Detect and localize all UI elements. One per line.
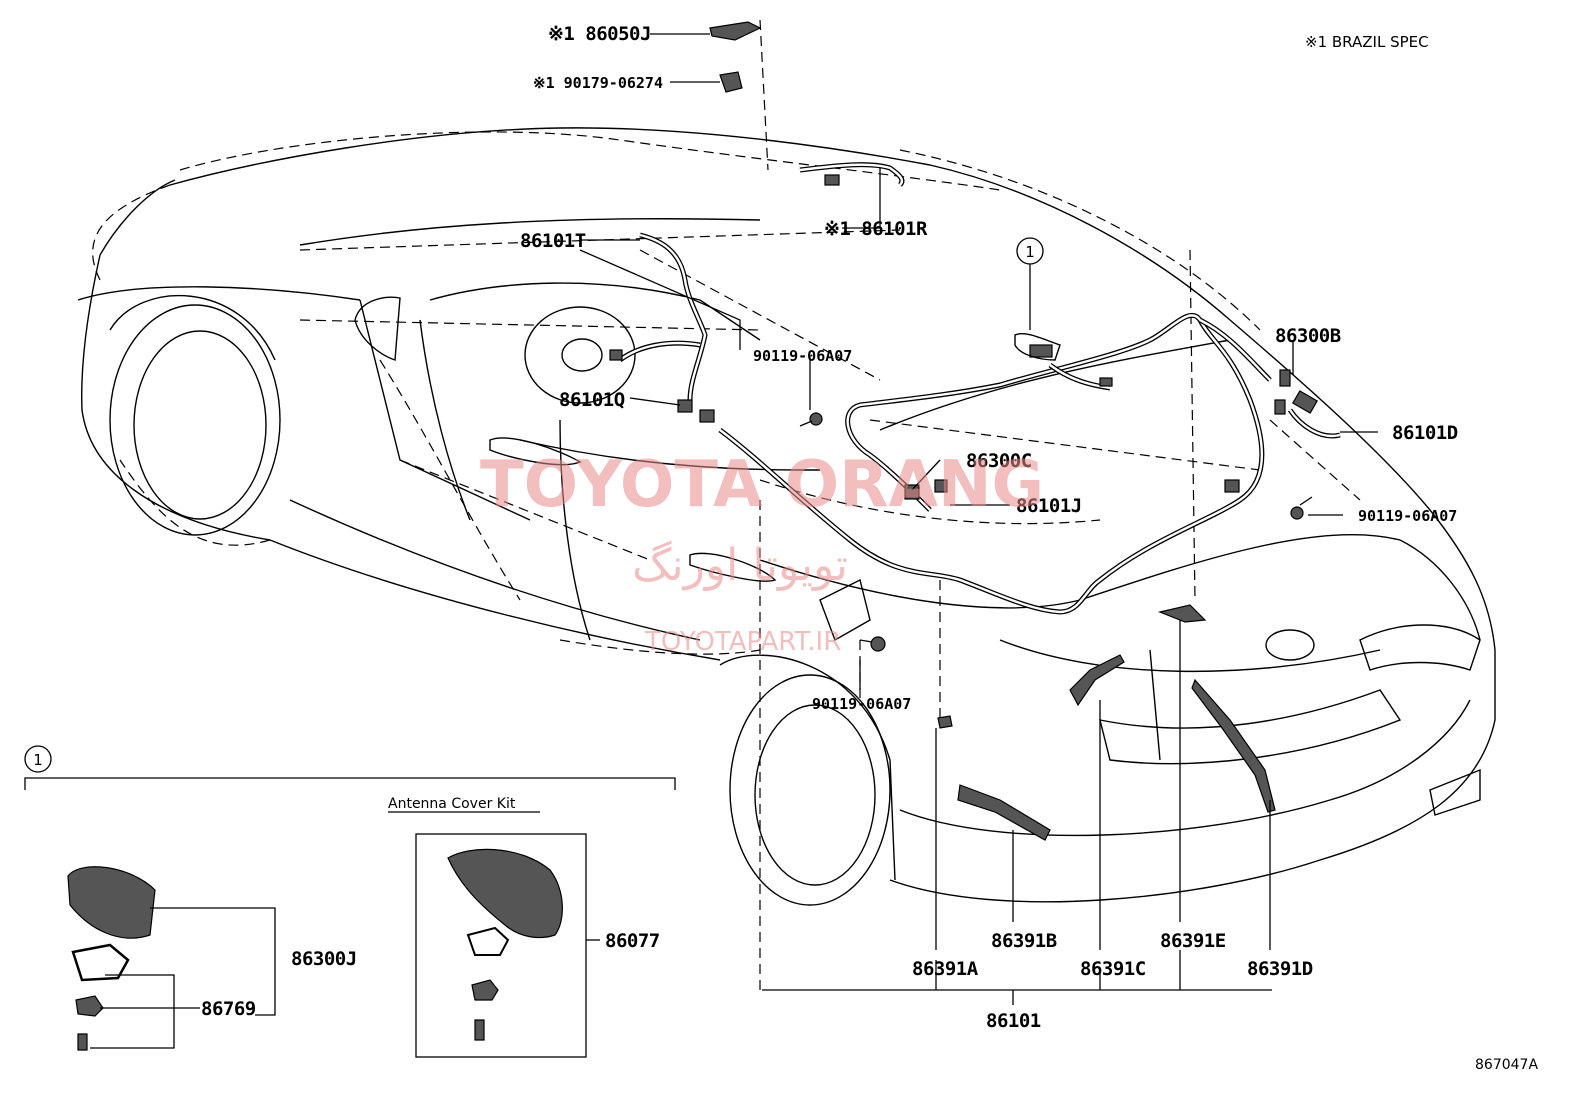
- antenna-cable-harness: [618, 162, 1341, 615]
- label-86300C: 86300C: [966, 450, 1032, 472]
- diagram-code: 867047A: [1475, 1057, 1538, 1073]
- antenna-cover-kit-caption: Antenna Cover Kit: [388, 796, 516, 812]
- label-86391A: 86391A: [912, 958, 979, 980]
- label-86101T: 86101T: [520, 230, 586, 252]
- label-86769: 86769: [201, 998, 256, 1020]
- brazil-spec-note: ※1 BRAZIL SPEC: [1305, 33, 1429, 51]
- ref-callout-1-text: 1: [1025, 243, 1035, 261]
- label-90119-06A07-front: 90119-06A07: [753, 347, 852, 365]
- ref-callout-1: 1: [1016, 237, 1044, 330]
- watermark-persian: تویوتا اورنگ: [632, 540, 848, 591]
- label-90119-06A07-side: 90119-06A07: [812, 695, 911, 713]
- label-86391E: 86391E: [1160, 930, 1226, 952]
- watermark-latin: TOYOTA ORANG: [480, 448, 1044, 522]
- watermark: TOYOTA ORANG تویوتا اورنگ TOYOTAPART.IR: [480, 448, 1044, 657]
- label-86391C: 86391C: [1080, 958, 1146, 980]
- label-86050J: ※1 86050J: [548, 23, 651, 45]
- ref-callout-inset-text: 1: [33, 751, 43, 769]
- label-86101Q: 86101Q: [559, 389, 625, 411]
- small-parts: [609, 21, 1318, 841]
- label-86391D: 86391D: [1247, 958, 1313, 980]
- label-90119-06A07-rear: 90119-06A07: [1358, 507, 1457, 525]
- phantom-lines: [92, 19, 1361, 990]
- label-86101R: ※1 86101R: [824, 218, 928, 240]
- label-90179-06274: ※1 90179-06274: [533, 74, 663, 92]
- inset-panel: 1 Antenna Cover Kit: [24, 745, 676, 1058]
- label-86101D: 86101D: [1392, 422, 1458, 444]
- label-86300B: 86300B: [1275, 325, 1341, 347]
- label-86300J: 86300J: [291, 948, 357, 970]
- label-86077: 86077: [605, 930, 660, 952]
- label-86391B: 86391B: [991, 930, 1057, 952]
- antenna-cover-kit-box: [415, 833, 587, 1058]
- label-86101: 86101: [986, 1010, 1041, 1032]
- label-86101J: 86101J: [1016, 495, 1082, 517]
- leader-lines: [579, 33, 1378, 1005]
- watermark-site: TOYOTAPART.IR: [644, 627, 841, 657]
- part-labels: ※1 86050J ※1 90179-06274 ※1 86101R 86101…: [201, 23, 1458, 1032]
